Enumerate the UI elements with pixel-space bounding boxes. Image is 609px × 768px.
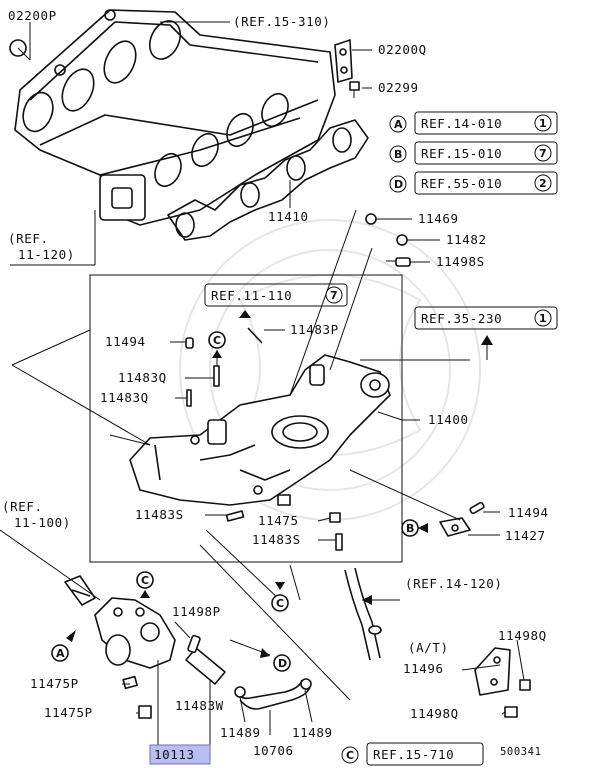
ref-box-55-010[interactable]: D REF.55-010 2 bbox=[389, 171, 558, 195]
svg-text:REF.55-010: REF.55-010 bbox=[421, 176, 502, 191]
svg-text:C: C bbox=[141, 574, 149, 587]
marker-a-1: A bbox=[51, 644, 69, 662]
svg-text:C: C bbox=[346, 749, 354, 762]
label-11483S-b: 11483S bbox=[252, 532, 301, 547]
label-11496: 11496 bbox=[403, 661, 444, 676]
svg-text:1: 1 bbox=[539, 312, 547, 325]
label-11469: 11469 bbox=[418, 211, 459, 226]
label-11483S-a: 11483S bbox=[135, 507, 184, 522]
label-11400: 11400 bbox=[428, 412, 469, 427]
valve-11427 bbox=[439, 501, 485, 537]
marker-c-2: C bbox=[271, 594, 289, 612]
svg-text:B: B bbox=[406, 522, 414, 535]
svg-text:REF.11-110: REF.11-110 bbox=[211, 288, 292, 303]
hose-parts bbox=[64, 575, 312, 719]
label-11475P-a: 11475P bbox=[30, 676, 79, 691]
label-11498Q-b: 11498Q bbox=[410, 706, 459, 721]
marker-b-1: B bbox=[401, 519, 419, 537]
svg-text:REF.15-710: REF.15-710 bbox=[373, 747, 454, 762]
throttle-body-11400 bbox=[129, 354, 391, 506]
ref-11-100-b: 11-100) bbox=[14, 515, 71, 530]
label-02200Q: 02200Q bbox=[378, 42, 427, 57]
marker-c-3: C bbox=[136, 571, 154, 589]
bracket-02200Q bbox=[334, 39, 360, 98]
small-parts bbox=[185, 327, 343, 551]
label-11475P-b: 11475P bbox=[44, 705, 93, 720]
svg-text:D: D bbox=[394, 178, 403, 191]
svg-text:D: D bbox=[278, 657, 287, 670]
bracket-11496 bbox=[474, 647, 531, 718]
svg-text:REF.14-010: REF.14-010 bbox=[421, 116, 502, 131]
label-11498P: 11498P bbox=[172, 604, 221, 619]
ref-box-14-010[interactable]: A REF.14-010 1 bbox=[389, 111, 558, 135]
gasket-11410 bbox=[167, 119, 369, 241]
ref-texts: (REF.15-310) (REF. 11-120) (REF. 11-100)… bbox=[2, 14, 503, 591]
marker-d-1: D bbox=[273, 654, 291, 672]
throttle-chamber-10113 bbox=[94, 597, 176, 669]
ref-box-15-710[interactable]: C REF.15-710 bbox=[341, 742, 484, 766]
ref-15-310: (REF.15-310) bbox=[233, 14, 331, 29]
label-10113: 10113 bbox=[154, 747, 195, 762]
ref-box-35-230[interactable]: REF.35-230 1 bbox=[414, 306, 558, 330]
marker-c-1: C bbox=[208, 331, 226, 349]
label-11410: 11410 bbox=[268, 209, 309, 224]
ref-11-120-a: (REF. bbox=[8, 231, 49, 246]
ref-box-11-110[interactable]: REF.11-110 7 bbox=[204, 283, 348, 307]
ref-11-120-b: 11-120) bbox=[18, 247, 75, 262]
label-02200P: 02200P bbox=[8, 8, 57, 23]
label-11483P: 11483P bbox=[290, 322, 339, 337]
svg-text:C: C bbox=[276, 597, 284, 610]
ref-box-15-010[interactable]: B REF.15-010 7 bbox=[389, 141, 558, 165]
svg-text:A: A bbox=[394, 118, 403, 131]
svg-text:REF.15-010: REF.15-010 bbox=[421, 146, 502, 161]
label-11482: 11482 bbox=[446, 232, 487, 247]
arrows bbox=[66, 310, 493, 658]
label-11494-a: 11494 bbox=[105, 334, 146, 349]
label-11489-a: 11489 bbox=[220, 725, 261, 740]
svg-text:C: C bbox=[213, 334, 221, 347]
intake-manifold bbox=[9, 9, 336, 226]
label-11427: 11427 bbox=[505, 528, 546, 543]
ref-11-100-a: (REF. bbox=[2, 499, 43, 514]
label-11483Q-a: 11483Q bbox=[118, 370, 167, 385]
ref-14-120: (REF.14-120) bbox=[405, 576, 503, 591]
label-11483W: 11483W bbox=[175, 698, 224, 713]
svg-text:REF.35-230: REF.35-230 bbox=[421, 311, 502, 326]
label-11494-b: 11494 bbox=[508, 505, 549, 520]
label-11498S: 11498S bbox=[436, 254, 485, 269]
label-11489-b: 11489 bbox=[292, 725, 333, 740]
svg-text:2: 2 bbox=[539, 177, 547, 190]
label-11483Q-b: 11483Q bbox=[100, 390, 149, 405]
part-labels: 02200P 02200Q 02299 11410 11469 11482 11… bbox=[8, 8, 549, 758]
label-at: (A/T) bbox=[408, 640, 449, 655]
svg-text:B: B bbox=[394, 148, 402, 161]
label-02299: 02299 bbox=[378, 80, 419, 95]
leader-lines bbox=[0, 21, 525, 746]
svg-text:7: 7 bbox=[539, 147, 547, 160]
tube-14-120 bbox=[344, 567, 382, 661]
diagram-number: 500341 bbox=[500, 746, 542, 758]
svg-text:A: A bbox=[56, 647, 65, 660]
label-11498Q-a: 11498Q bbox=[498, 628, 547, 643]
highlight-10113[interactable]: 10113 bbox=[149, 744, 211, 765]
label-10706: 10706 bbox=[253, 743, 294, 758]
assembly-box bbox=[89, 274, 403, 563]
svg-text:7: 7 bbox=[330, 289, 338, 302]
svg-text:1: 1 bbox=[539, 117, 547, 130]
label-11475: 11475 bbox=[258, 513, 299, 528]
